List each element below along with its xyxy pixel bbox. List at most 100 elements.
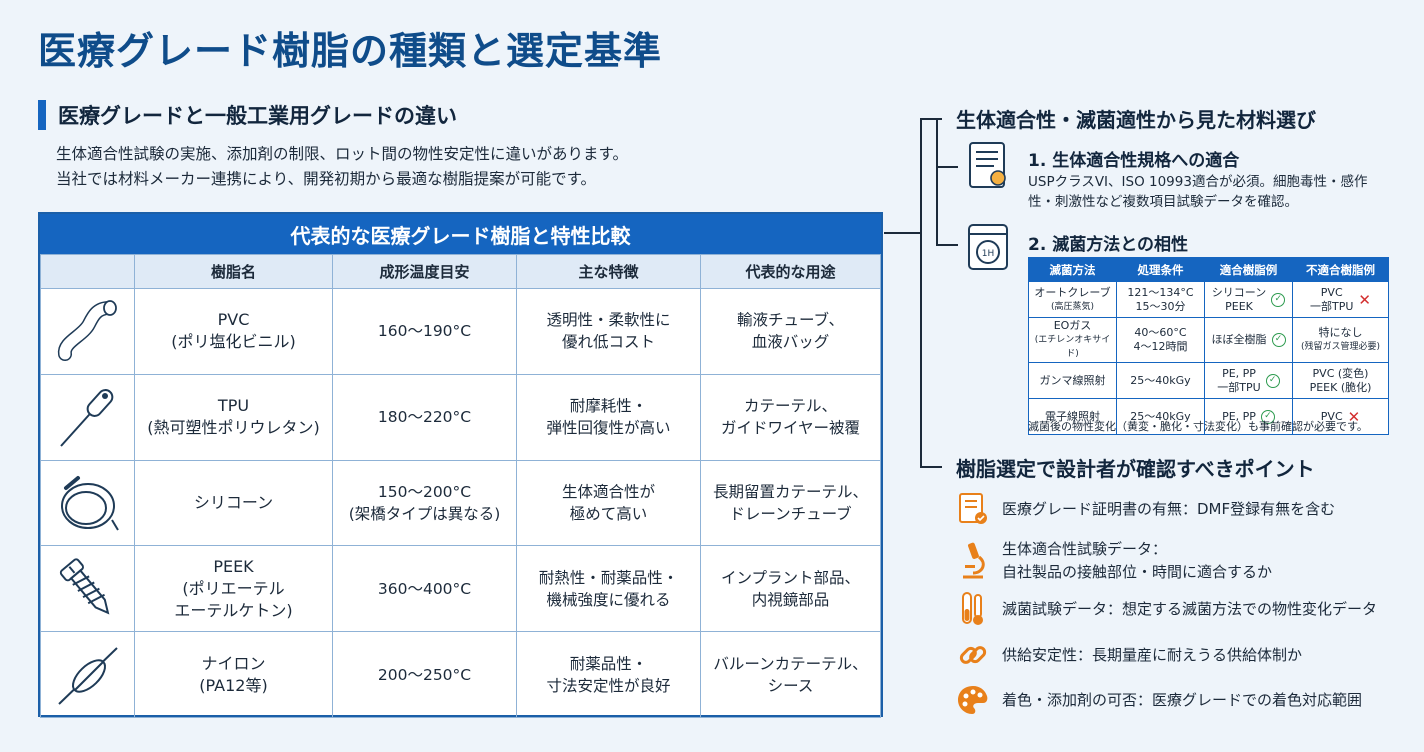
ng-resin-1: PVC	[1320, 285, 1343, 299]
table-caption: 代表的な医療グレード樹脂と特性比較	[40, 214, 881, 254]
checkpoint-text: 着色・添加剤の可否：医療グレードでの着色対応範囲	[1002, 690, 1363, 709]
tree-sub-branch-line	[936, 244, 958, 246]
autoclave-icon: 1H	[966, 222, 1010, 276]
table-header-feature: 主な特徴	[516, 254, 701, 289]
section-title: 医療グレードと一般工業用グレードの違い	[58, 104, 457, 128]
biocompat-subtitle: 1. 生体適合性規格への適合	[1028, 151, 1240, 171]
biocompat-line-2: 性・刺激性など複数項目試験データを確認。	[1028, 194, 1298, 210]
balloon-catheter-icon	[57, 646, 118, 705]
use-line-1: インプラント部品、	[720, 568, 861, 587]
molding-temp: 200〜250°C	[377, 665, 472, 684]
sterile-header-method: 滅菌方法	[1028, 257, 1117, 282]
ok-resin-1: シリコーン	[1211, 285, 1267, 299]
tree-trunk-line	[920, 118, 922, 468]
catheter-icon	[59, 389, 113, 447]
checkpoint-item: 着色・添加剤の可否：医療グレードでの着色対応範囲	[956, 683, 1362, 717]
check-circle-icon: ✓	[1271, 333, 1286, 347]
feature-line-2: 極めて高い	[569, 504, 648, 523]
use-line-2: 血液バッグ	[751, 333, 830, 352]
checkpoints-heading: 樹脂選定で設計者が確認すべきポイント	[956, 457, 1315, 481]
molding-temp: 180〜220°C	[377, 408, 472, 427]
use-line-1: バルーンカテーテル、	[713, 654, 868, 673]
resin-name: TPU	[217, 396, 250, 416]
feature-line-2: 優れ低コスト	[561, 333, 655, 352]
resin-name-sub-2: エーテルケトン)	[174, 600, 293, 620]
chain-link-icon	[956, 638, 990, 672]
ok-resin-1: PE, PP	[1222, 409, 1256, 423]
screw-icon	[59, 558, 109, 615]
resin-name-sub: (熱可塑性ポリウレタン)	[147, 418, 320, 438]
condition-1: 40〜60°C	[1134, 326, 1187, 339]
feature-line-1: 耐摩耗性・	[569, 397, 648, 416]
table-header-temp: 成形温度目安	[332, 254, 517, 289]
section-header: 医療グレードと一般工業用グレードの違い	[38, 100, 457, 130]
coiled-tube-icon	[60, 475, 119, 531]
molding-temp-note: (架橋タイプは異なる)	[348, 504, 501, 523]
checkpoint-item: 供給安定性：長期量産に耐えうる供給体制か	[956, 638, 1302, 672]
intro-line-1: 生体適合性試験の実施、添加剤の制限、ロット間の物性安定性に違いがあります。	[56, 145, 628, 163]
checkpoint-text: 供給安定性：長期量産に耐えうる供給体制か	[1002, 645, 1303, 664]
sterilization-table: 滅菌方法 処理条件 適合樹脂例 不適合樹脂例 オートクレーブ(高圧蒸気) 121…	[1028, 257, 1389, 435]
resin-name-sub: (ポリエーテル	[182, 578, 285, 598]
use-line-2: ガイドワイヤー被覆	[720, 419, 861, 438]
method-sub: (エチレンオキサイド)	[1034, 335, 1111, 359]
sterile-row: 電子線照射 25〜40kGy PE, PP ✓ PVC ✕	[1028, 398, 1389, 435]
feature-line-1: 耐熱性・耐薬品性・	[538, 568, 679, 587]
table-header-use: 代表的な用途	[700, 254, 881, 289]
tree-sub-trunk-line	[936, 118, 938, 246]
resin-name: PVC	[217, 310, 250, 330]
feature-line-2: 寸法安定性が良好	[546, 676, 671, 695]
test-tube-icon	[956, 592, 990, 626]
use-line-2: シース	[767, 676, 814, 695]
table-header-icon	[40, 254, 135, 289]
use-line-1: カテーテル、	[743, 397, 837, 416]
biocompat-line-1: USPクラスVI、ISO 10993適合が必須。細胞毒性・感作	[1028, 174, 1368, 190]
ng-resin-1: PVC	[1320, 409, 1343, 423]
feature-line-1: 耐薬品性・	[569, 654, 648, 673]
checkpoint-item: 滅菌試験データ：想定する滅菌方法での物性変化データ	[956, 592, 1377, 626]
cross-icon: ✕	[1347, 407, 1361, 426]
method: 電子線照射	[1045, 409, 1100, 423]
molding-temp: 160〜190°C	[377, 322, 472, 341]
intro-text: 生体適合性試験の実施、添加剤の制限、ロット間の物性安定性に違いがあります。 当社…	[56, 142, 836, 192]
resin-name: ナイロン	[201, 653, 266, 673]
ng-resin-1: PVC (変色)	[1312, 366, 1369, 380]
page-title: 医療グレード樹脂の種類と選定基準	[38, 29, 663, 73]
document-certificate-icon	[966, 140, 1010, 196]
connector-line	[884, 232, 920, 234]
sterile-header-row: 滅菌方法 処理条件 適合樹脂例 不適合樹脂例	[1028, 257, 1389, 282]
sterile-header-ok: 適合樹脂例	[1204, 257, 1293, 282]
table-row: TPU (熱可塑性ポリウレタン) 180〜220°C 耐摩耗性・ 弾性回復性が高…	[40, 373, 881, 461]
check-circle-icon: ✓	[1260, 409, 1275, 424]
ng-resin-2: PEEK (脆化)	[1309, 380, 1372, 394]
check-circle-icon: ✓	[1271, 292, 1286, 307]
certificate-icon	[956, 492, 990, 526]
ok-resin-2: 一部TPU	[1217, 380, 1261, 394]
condition-1: 121〜134°C	[1127, 285, 1194, 299]
tube-icon	[57, 300, 117, 362]
method: ガンマ線照射	[1039, 373, 1106, 387]
use-line-2: ドレーンチューブ	[729, 504, 852, 523]
resin-name: PEEK	[213, 556, 254, 576]
tree-branch-line	[920, 466, 942, 468]
checkpoint-text: 生体適合性試験データ：	[1002, 540, 1168, 558]
condition-1: 25〜40kGy	[1130, 373, 1191, 387]
feature-line-1: 生体適合性が	[561, 482, 655, 501]
condition-1: 25〜40kGy	[1130, 409, 1191, 423]
sterile-header-ng: 不適合樹脂例	[1292, 257, 1389, 282]
check-circle-icon: ✓	[1265, 373, 1280, 388]
cross-icon: ✕	[1358, 290, 1371, 309]
method: EOガス	[1053, 319, 1092, 332]
svg-text:1H: 1H	[982, 249, 995, 259]
table-row: シリコーン 150〜200°C (架橋タイプは異なる) 生体適合性が 極めて高い…	[40, 459, 881, 547]
table-row: PEEK (ポリエーテル エーテルケトン) 360〜400°C 耐熱性・耐薬品性…	[40, 545, 881, 633]
ok-resin-1: ほぼ全樹脂	[1211, 333, 1267, 346]
palette-icon	[956, 683, 990, 717]
resin-name: シリコーン	[193, 492, 274, 512]
intro-line-2: 当社では材料メーカー連携により、開発初期から最適な樹脂提案が可能です。	[56, 170, 597, 188]
feature-line-2: 弾性回復性が高い	[546, 419, 671, 438]
checkpoint-text-2: 自社製品の接触部位・時間に適合するか	[1002, 563, 1273, 581]
